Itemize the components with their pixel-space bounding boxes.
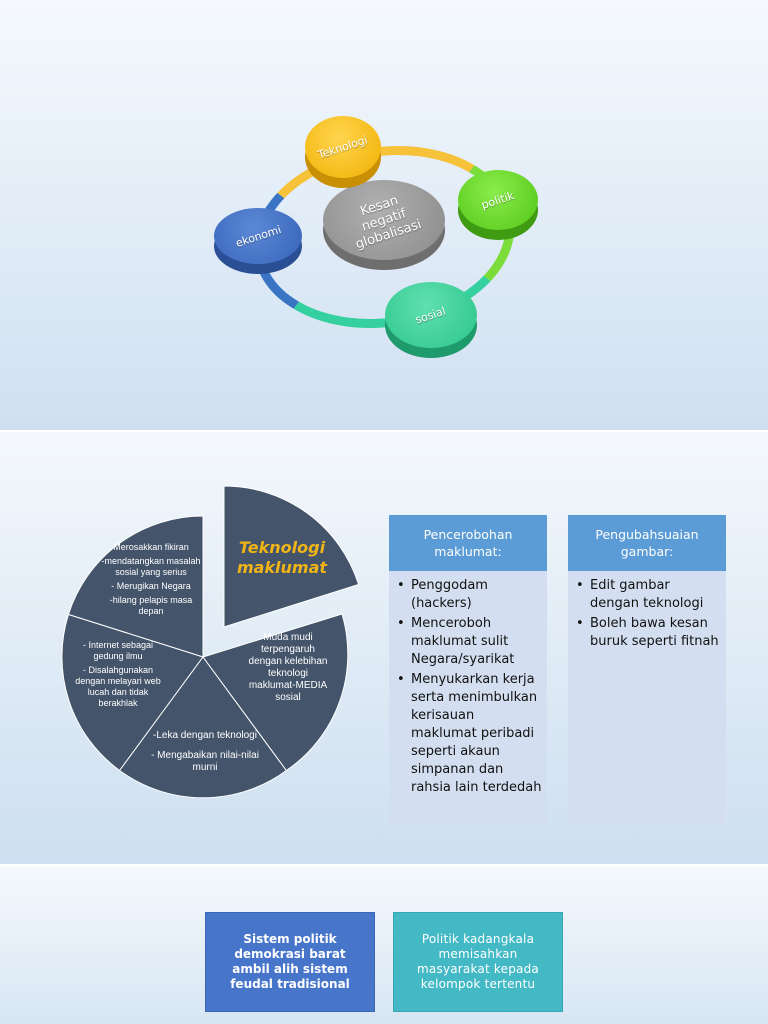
card-list: Edit gambar dengan teknologi Boleh bawa … (568, 571, 726, 651)
slide-globalisasi-cycle: Kesan negatif globalisasi Teknologi poli… (0, 0, 768, 430)
pie-slice-right (202, 613, 349, 772)
card-title: Pengubahsuaian gambar: (568, 515, 726, 571)
segment-text-line: -Leka dengan teknologi (153, 730, 257, 741)
segment-text-line: Merosakkan fikiran (113, 542, 189, 552)
box-demokrasi: Sistem politik demokrasi barat ambil ali… (205, 912, 375, 1012)
card-title: Pencerobohan maklumat: (389, 515, 547, 571)
segment-top-left-text: Merosakkan fikiran -mendatangkan masalah… (96, 542, 206, 620)
list-item: Edit gambar dengan teknologi (576, 577, 722, 613)
segment-text-line: Muda mudi terpengaruh dengan kelebihan t… (248, 632, 328, 703)
card-pencerobohan: Pencerobohan maklumat: Penggodam (hacker… (389, 515, 547, 824)
box-politik: Politik kadangkala memisahkan masyarakat… (393, 912, 563, 1012)
slide-politik (0, 866, 768, 1024)
list-item: Menceroboh maklumat sulit Negara/syarika… (397, 615, 543, 669)
segment-text-line: -mendatangkan masalah sosial yang serius (101, 556, 201, 577)
node-teknologi: Teknologi (305, 116, 381, 188)
center-disc: Kesan negatif globalisasi (323, 180, 445, 270)
card-pengubahsuaian: Pengubahsuaian gambar: Edit gambar denga… (568, 515, 726, 824)
segment-text-line: - Internet sebagai gedung ilmu (82, 640, 154, 661)
segment-right-text: Muda mudi terpengaruh dengan kelebihan t… (246, 632, 330, 707)
segment-text-line: -hilang pelapis masa depan (109, 595, 193, 616)
segment-left-text: - Internet sebagai gedung ilmu - Disalah… (68, 640, 168, 712)
node-sosial: sosial (385, 282, 477, 358)
list-item: Penggodam (hackers) (397, 577, 543, 613)
segment-bottom-text: -Leka dengan teknologi - Mengabaikan nil… (150, 730, 260, 777)
segment-text-line: - Mengabaikan nilai-nilai murni (151, 750, 259, 773)
teknologi-maklumat-label: Teknologi maklumat (236, 538, 328, 577)
list-item: Menyukarkan kerja serta menimbulkan keri… (397, 671, 543, 797)
node-politik: politik (458, 170, 538, 240)
list-item: Boleh bawa kesan buruk seperti fitnah (576, 615, 722, 651)
pie-slice-bottom (118, 656, 288, 799)
segment-text-line: - Merugikan Negara (111, 581, 191, 591)
pie-slice-left (61, 613, 204, 772)
segment-text-line: - Disalahgunakan dengan melayari web luc… (75, 665, 161, 708)
pie-slice-exploded (223, 485, 360, 628)
card-list: Penggodam (hackers) Menceroboh maklumat … (389, 571, 547, 797)
node-ekonomi: ekonomi (214, 208, 302, 274)
pie-slice-top-left (67, 515, 204, 658)
